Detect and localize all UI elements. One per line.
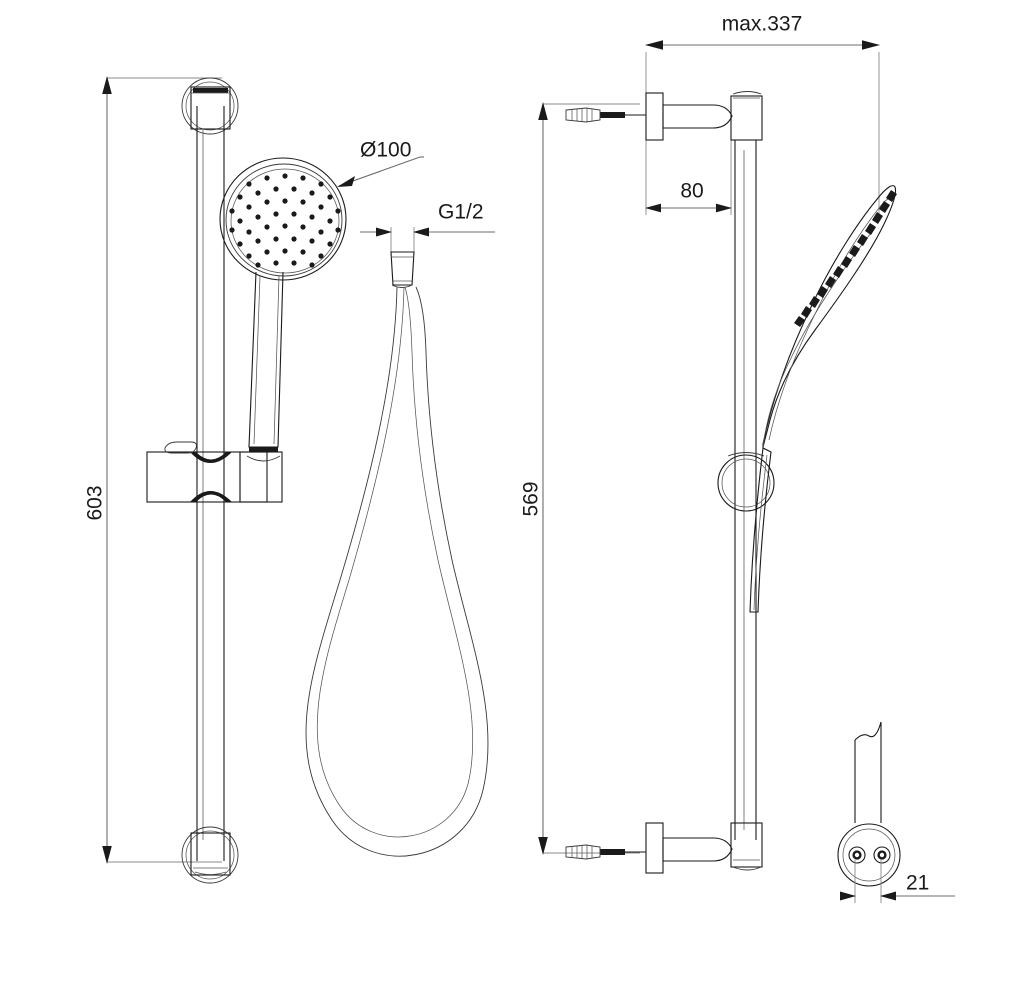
anchor-body-top — [600, 112, 625, 118]
wall-anchor-screw-top — [565, 107, 646, 123]
slider-collar-top — [190, 452, 232, 463]
rail-section-detail — [837, 823, 901, 887]
dimension-projection-max337: max.337 — [645, 13, 880, 215]
section-hole-left — [848, 846, 866, 864]
shower-side-nozzle-face — [794, 190, 897, 327]
anchor-ribs-bottom — [571, 845, 593, 859]
slider-lever[interactable] — [164, 441, 197, 454]
dim-arrow-337-left — [645, 40, 663, 50]
side-elevation-view: max.337 569 80 — [520, 13, 897, 874]
dim-arrow-569-down — [538, 837, 548, 855]
wall-bracket-top — [181, 77, 239, 135]
dimension-rail-height-569: 569 — [520, 102, 640, 855]
anchor-body-bottom — [600, 849, 625, 855]
shower-rail — [196, 106, 225, 861]
shower-head-side — [749, 185, 897, 613]
hose-outer-path — [305, 286, 489, 857]
nut-rim — [391, 284, 413, 288]
bracket-arm-bottom — [662, 837, 733, 862]
shower-hose — [305, 286, 489, 857]
anchor-plug-top — [565, 107, 601, 123]
wall-bracket-top-side — [645, 91, 763, 141]
anchor-plug-bottom — [565, 844, 601, 860]
section-inner-circle — [842, 828, 896, 882]
dim-arrow-337-right — [862, 40, 880, 50]
wall-bracket-bottom — [181, 826, 239, 884]
ball-top-cap — [727, 452, 765, 457]
dimension-g12: G1/2 — [360, 201, 495, 255]
leader-arrow-d100 — [337, 176, 355, 187]
dim-arrow-21-right — [880, 891, 896, 901]
ball-inner — [721, 458, 771, 508]
hose-inner-path — [316, 286, 474, 838]
dim-arrow-569-up — [538, 102, 548, 120]
dim-label-603: 603 — [84, 485, 107, 520]
dimension-section-21: 21 — [840, 860, 955, 903]
dim-arrow-21-left — [840, 891, 856, 901]
hand-shower-handle — [246, 271, 284, 462]
slider-collar-bottom — [190, 491, 232, 502]
shower-nozzles — [229, 173, 341, 268]
rail-stub — [854, 721, 882, 823]
anchor-ribs-top — [571, 108, 593, 122]
dim-label-max337: max.337 — [722, 13, 803, 36]
bracket-collar-bottom — [730, 822, 763, 868]
front-elevation-view: 603 — [84, 76, 495, 884]
dim-label-80: 80 — [680, 180, 703, 203]
rail-section-detail-view: 21 — [837, 721, 955, 903]
section-hole-right — [873, 846, 891, 864]
shower-rail-side — [734, 140, 757, 840]
shower-side-handle — [749, 447, 772, 613]
dim-arrow-g12-right — [413, 227, 429, 237]
dimension-bracket-offset-80: 80 — [645, 140, 732, 215]
slider-ball-joint[interactable] — [717, 452, 775, 512]
dim-label-569: 569 — [520, 481, 543, 516]
bracket-arm-top — [662, 104, 733, 129]
dim-arrow-down — [102, 846, 112, 864]
handle-end-cap — [246, 455, 281, 462]
dim-label-d100: Ø100 — [360, 139, 411, 162]
shower-head-front — [219, 157, 347, 281]
bracket-collar-top — [730, 95, 763, 141]
dim-arrow-80-left — [645, 203, 661, 213]
slider-bracket[interactable] — [146, 441, 283, 503]
wall-bracket-bottom-side — [645, 822, 763, 874]
ball-outer — [717, 454, 775, 512]
dim-label-21: 21 — [906, 872, 929, 895]
dim-arrow-g12-left — [376, 227, 392, 237]
section-outer-circle — [837, 823, 901, 887]
dimension-head-diameter: Ø100 — [337, 139, 424, 187]
handle-end-ring — [249, 447, 278, 452]
wall-anchor-screw-bottom — [565, 844, 646, 860]
dimension-rail-height-603: 603 — [84, 76, 222, 864]
dim-arrow-up — [102, 76, 112, 94]
dim-label-g12: G1/2 — [438, 201, 484, 224]
hose-connector-nut — [390, 251, 415, 288]
dim-arrow-80-right — [716, 203, 732, 213]
break-line — [854, 721, 882, 741]
